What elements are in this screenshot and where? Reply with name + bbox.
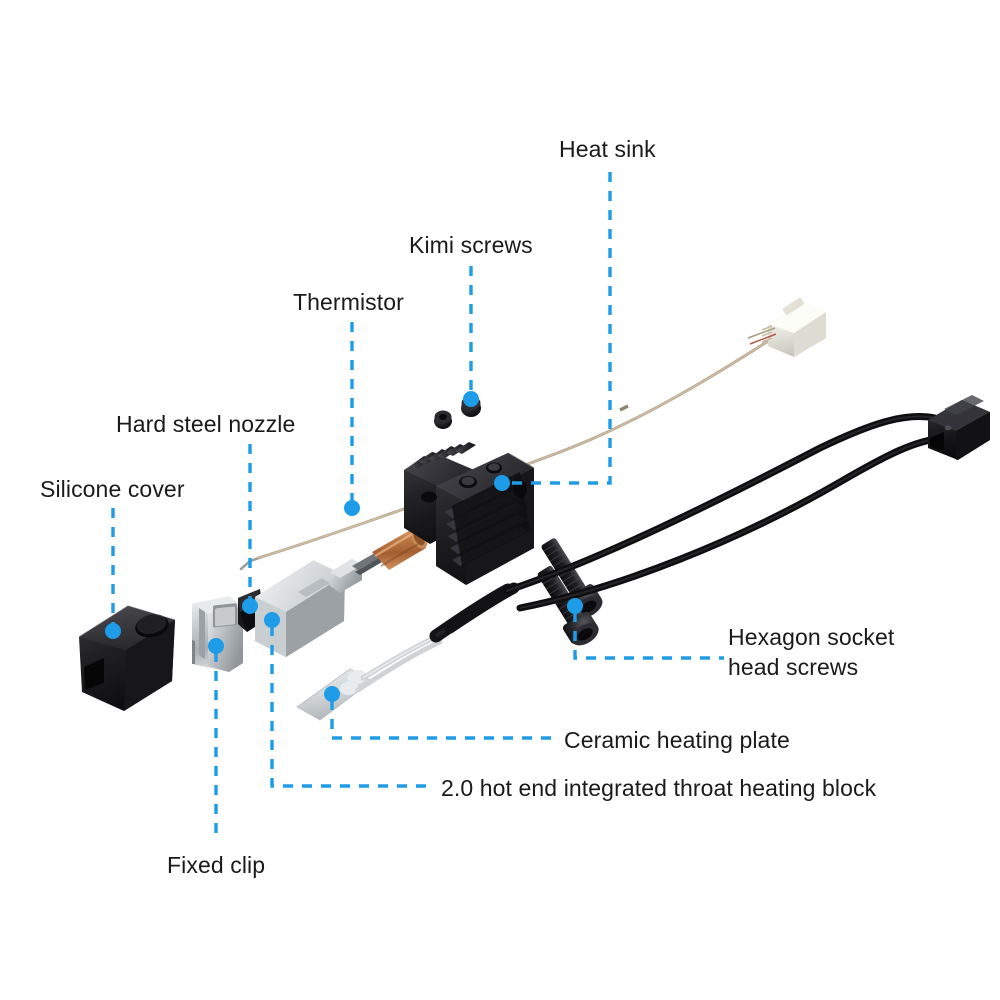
marker-thermistor — [344, 500, 360, 516]
thermistor-connector — [747, 297, 826, 357]
marker-ceramic-plate — [324, 686, 340, 702]
leader-hexagon-screws — [573, 612, 724, 660]
marker-hard-steel-nozzle — [242, 598, 258, 614]
leader-throat-block — [270, 626, 434, 788]
callout-leaders — [111, 172, 724, 836]
callout-label-heat-sink: Heat sink — [559, 136, 656, 162]
heater-connector — [928, 395, 990, 460]
marker-hexagon-screws — [567, 598, 583, 614]
leader-heat-sink — [512, 172, 612, 485]
part-heat-sink — [404, 442, 535, 585]
callout-label-fixed-clip: Fixed clip — [167, 852, 266, 878]
part-thermistor — [239, 297, 826, 571]
marker-throat-block — [264, 612, 280, 628]
part-throat-heating-block — [255, 550, 387, 657]
callout-label-silicone-cover: Silicone cover — [40, 476, 185, 502]
marker-silicone-cover — [105, 623, 121, 639]
leader-ceramic-plate — [330, 700, 556, 740]
callout-label-hexagon-socket-head-screws: Hexagon socket head screws — [728, 624, 895, 680]
heater-leads — [355, 582, 520, 693]
callout-label-ceramic-heating-plate: Ceramic heating plate — [564, 727, 790, 753]
callout-label-throat-heating-block: 2.0 hot end integrated throat heating bl… — [441, 775, 877, 801]
callout-markers — [105, 391, 583, 702]
callout-label-hard-steel-nozzle: Hard steel nozzle — [116, 411, 296, 437]
marker-fixed-clip — [208, 638, 224, 654]
heater-wire-harness — [502, 395, 990, 612]
part-silicone-cover — [78, 605, 176, 711]
marker-heat-sink — [494, 475, 510, 491]
marker-kimi-screws — [463, 391, 479, 407]
callout-label-thermistor: Thermistor — [293, 289, 404, 315]
callout-label-kimi-screws: Kimi screws — [409, 232, 533, 258]
